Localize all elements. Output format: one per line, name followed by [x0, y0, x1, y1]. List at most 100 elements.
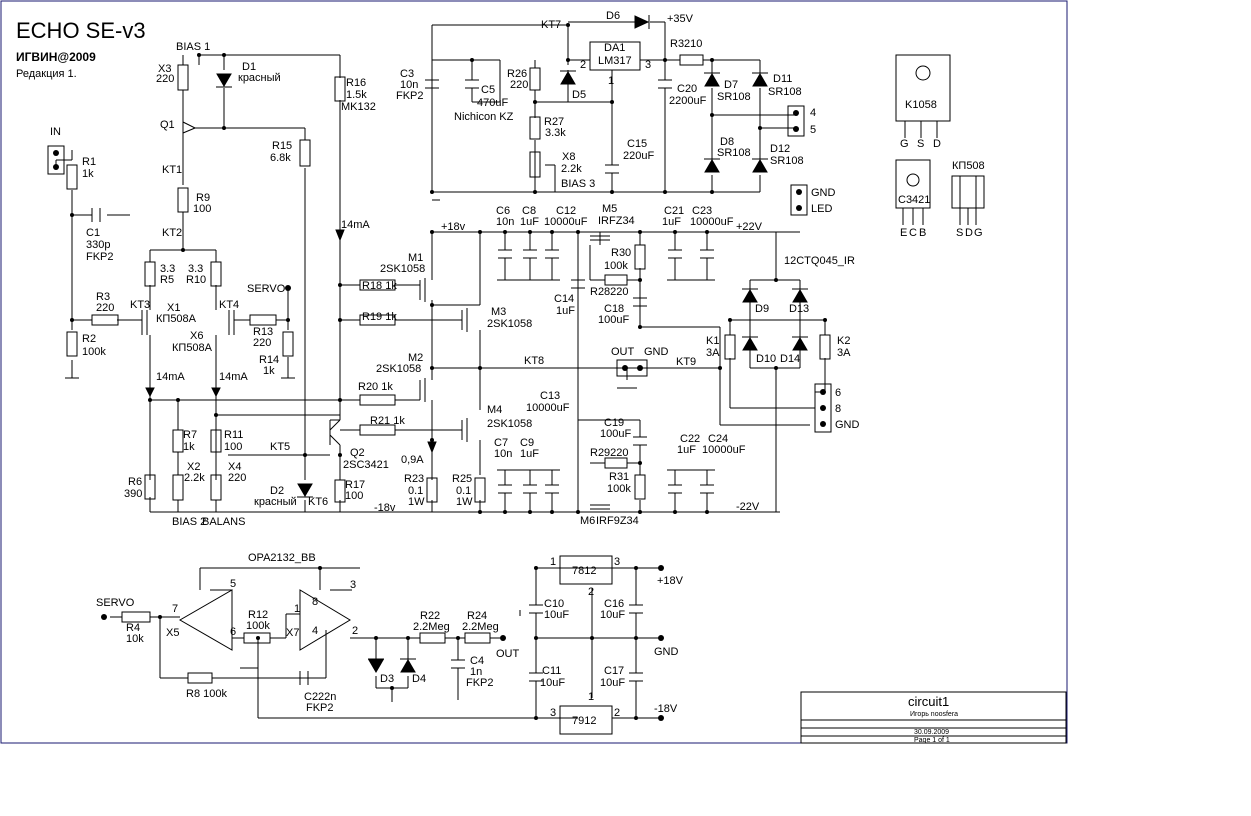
diode-d4	[400, 659, 416, 673]
title-block-company: Игорь noosfera	[910, 711, 958, 718]
label: C8	[522, 205, 536, 217]
label: G	[974, 227, 983, 239]
label: FKP2	[86, 251, 114, 263]
label: D6	[606, 10, 620, 22]
label: C3	[400, 68, 414, 80]
label: 100k	[246, 620, 270, 632]
label: 12CTQ045_IR	[784, 255, 855, 267]
label: R11	[224, 429, 243, 441]
label: 14mA	[156, 371, 185, 383]
resistor-r7	[172, 429, 184, 453]
label: C22	[680, 433, 700, 445]
wiring	[55, 21, 826, 719]
label: R25	[452, 473, 472, 485]
label: 100k	[604, 260, 628, 272]
label: KT3	[130, 299, 150, 311]
label: 2SK1058	[380, 263, 425, 275]
label: +18v	[441, 221, 466, 233]
ac-connector-4-5	[787, 105, 805, 137]
label: R21 1k	[370, 415, 405, 427]
diode-d5	[560, 71, 576, 85]
label: S	[956, 227, 963, 239]
label: R12	[248, 609, 268, 621]
resistor-r25	[474, 477, 486, 503]
diode-d3	[368, 659, 384, 673]
resistor-r8	[187, 672, 213, 684]
label: R4	[126, 622, 140, 634]
label: 100uF	[598, 314, 629, 326]
label: 10k	[126, 633, 144, 645]
label: SERVO	[247, 283, 286, 295]
label: 3	[350, 579, 356, 591]
label: X5	[166, 627, 179, 639]
label: S	[917, 138, 924, 150]
label: +18V	[657, 575, 684, 587]
label: BIAS 1	[176, 41, 210, 53]
label: 10n	[494, 448, 512, 460]
label: D3	[380, 673, 394, 685]
label: C18	[604, 303, 624, 315]
label: BALANS	[202, 516, 245, 528]
label: D8	[720, 136, 734, 148]
label: R31	[609, 471, 629, 483]
resistor-r4	[121, 611, 151, 623]
label: GND	[654, 646, 679, 658]
label: M2	[408, 352, 423, 364]
regulator-7912	[559, 705, 613, 735]
label: R16	[346, 77, 366, 89]
sheet-frame	[0, 0, 1068, 744]
mosfet-m4	[461, 418, 468, 442]
resistor-r22	[419, 632, 446, 644]
label: 3A	[706, 347, 720, 359]
label: G	[900, 138, 909, 150]
label: 0.1	[456, 485, 471, 497]
label: 220	[96, 302, 114, 314]
label: D2	[270, 485, 284, 497]
regulator-lm317	[589, 41, 641, 71]
label: +22V	[736, 221, 763, 233]
in-connector	[47, 145, 65, 175]
regulator-7812	[559, 555, 613, 585]
label: 10n	[496, 216, 514, 228]
resistor-r24	[464, 632, 491, 644]
label: 1.5k	[346, 89, 367, 101]
label: R19 1k	[362, 311, 397, 323]
label: KT5	[270, 441, 290, 453]
label: 390	[124, 488, 142, 500]
label: 14mA	[341, 219, 370, 231]
label: 10uF	[600, 609, 625, 621]
diode-d11	[752, 73, 768, 87]
resistor-r3	[91, 314, 119, 326]
diode-d8	[704, 159, 720, 173]
label: D1	[242, 61, 256, 73]
label: 10000uF	[544, 216, 588, 228]
label: 1	[608, 75, 614, 87]
pot-x4	[210, 474, 222, 501]
resistor-r16	[334, 76, 346, 102]
label: -22V	[736, 501, 760, 513]
label: R22	[420, 610, 440, 622]
label: D	[933, 138, 941, 150]
pot-x8	[529, 151, 541, 178]
resistor-r6	[144, 474, 156, 500]
label: -18v	[374, 502, 396, 514]
label: OUT	[611, 346, 635, 358]
label: KT6	[308, 496, 328, 508]
label: КП508А	[172, 342, 213, 354]
label: 7912	[572, 715, 596, 727]
label: C21	[664, 205, 684, 217]
schematic-revision: Редакция 1.	[16, 68, 77, 80]
label: 2	[614, 707, 620, 719]
label: R23	[404, 473, 424, 485]
diode-d14	[792, 337, 808, 351]
diode-d10	[742, 337, 758, 351]
label: IRF9Z34	[596, 515, 639, 527]
label: 220	[253, 337, 271, 349]
resistor-r21	[359, 424, 396, 436]
label: IRFZ34	[598, 215, 635, 227]
label: 2.2Meg	[462, 621, 499, 633]
label: 1k	[82, 168, 94, 180]
label: X6	[190, 330, 203, 342]
label: C15	[627, 138, 647, 150]
